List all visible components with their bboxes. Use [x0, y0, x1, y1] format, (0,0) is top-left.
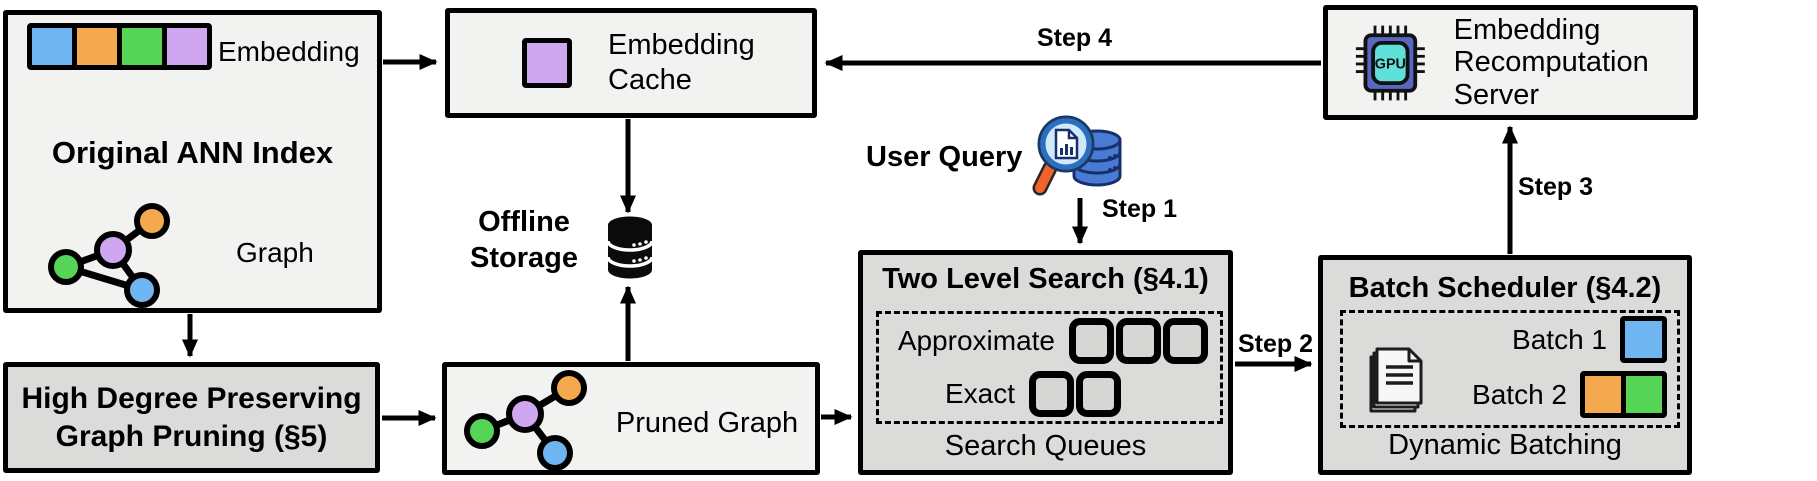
embedding-cache-label: Embedding Cache: [608, 29, 755, 96]
batch-1-row: Batch 1: [1512, 316, 1667, 363]
user-query-label: User Query: [866, 141, 1023, 173]
batch-scheduler-title: Batch Scheduler (§4.2): [1348, 272, 1662, 304]
exact-label: Exact: [944, 378, 1015, 409]
blue-swatch: [32, 28, 72, 65]
dynamic-batching-label: Dynamic Batching: [1388, 429, 1622, 461]
queue-slot: [1116, 318, 1161, 364]
pruned-graph-box: Pruned Graph: [442, 362, 820, 475]
embedding-label: Embedding: [218, 36, 360, 67]
queue-slot: [1069, 318, 1114, 364]
original-ann-index-title: Original ANN Index: [51, 135, 334, 170]
green-swatch: [122, 28, 162, 65]
batch-scheduler-box: Batch Scheduler (§4.2) Batch 1: [1318, 255, 1692, 475]
approximate-queue-row: Approximate: [879, 318, 1220, 364]
cached-embedding-swatch: [522, 38, 572, 88]
high-degree-pruning-label: High Degree Preserving Graph Pruning (§5…: [21, 382, 362, 453]
embedding-vector-strip: [27, 23, 212, 70]
queue-slot: [1076, 371, 1121, 417]
queue-slot: [1029, 371, 1074, 417]
embedding-cache-box: Embedding Cache: [445, 8, 817, 118]
two-level-search-title: Two Level Search (§4.1): [882, 263, 1209, 295]
queue-slot: [1163, 318, 1208, 364]
batch-2-label: Batch 2: [1472, 378, 1567, 410]
graph-icon: [48, 203, 170, 308]
gpu-chip-icon: GPU: [1355, 25, 1425, 100]
purple-swatch: [167, 28, 207, 65]
approximate-queue-slots: [1069, 318, 1208, 364]
batch-2-swatches: [1580, 371, 1667, 418]
high-degree-pruning-box: High Degree Preserving Graph Pruning (§5…: [3, 362, 380, 473]
search-queues-dashed-region: Approximate Exact: [876, 311, 1223, 424]
step-3-label: Step 3: [1518, 173, 1594, 201]
batch-2-row: Batch 2: [1472, 371, 1667, 418]
purple-swatch: [527, 43, 567, 83]
offline-storage-database-icon: [606, 216, 654, 279]
step-2-label: Step 2: [1238, 330, 1314, 358]
offline-storage-label: Offline Storage: [470, 206, 578, 275]
recomputation-server-label: Embedding Recomputation Server: [1453, 13, 1649, 111]
original-ann-index-box: Embedding Original ANN Index Graph: [3, 10, 382, 313]
dynamic-batching-dashed-region: Batch 1 Batch 2: [1340, 310, 1680, 428]
search-queues-label: Search Queues: [944, 430, 1147, 462]
documents-icon: [1369, 347, 1423, 413]
user-query-search-database-icon: [1032, 115, 1122, 196]
exact-queue-slots: [1029, 371, 1121, 417]
batch-1-swatches: [1620, 316, 1667, 363]
pruned-graph-label: Pruned Graph: [615, 407, 799, 439]
pruned-graph-icon: [464, 370, 587, 471]
step-1-label: Step 1: [1102, 195, 1178, 223]
step-4-label: Step 4: [1037, 24, 1113, 52]
orange-swatch: [1585, 376, 1621, 413]
two-level-search-box: Two Level Search (§4.1) Approximate Exac…: [858, 250, 1233, 475]
green-swatch: [1626, 376, 1662, 413]
blue-swatch: [1625, 321, 1662, 358]
recomputation-server-box: GPU Embedding Recomputation Server: [1323, 5, 1698, 120]
svg-text:GPU: GPU: [1375, 56, 1406, 72]
graph-label: Graph: [236, 237, 314, 268]
approximate-label: Approximate: [897, 325, 1055, 356]
batch-1-label: Batch 1: [1512, 323, 1607, 355]
orange-swatch: [77, 28, 117, 65]
exact-queue-row: Exact: [879, 371, 1220, 417]
